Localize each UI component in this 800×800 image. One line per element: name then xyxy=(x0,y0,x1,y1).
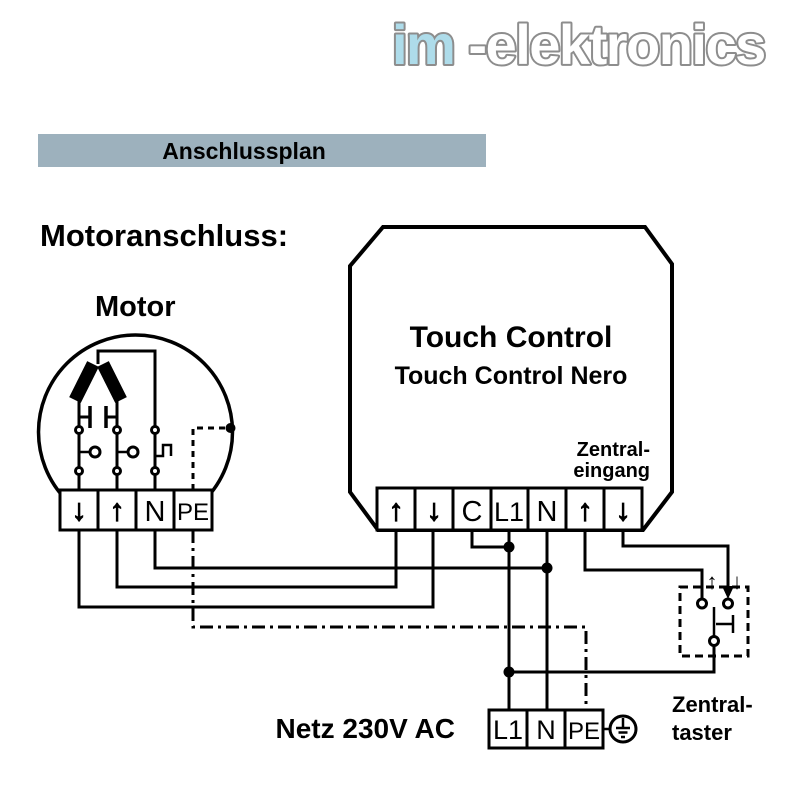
wire-taster-common xyxy=(509,645,716,674)
motor-terminal-up: ↑ xyxy=(110,494,125,527)
wire-c-jumper xyxy=(470,530,509,549)
logo-suffix: -elektronics xyxy=(468,13,764,76)
motor-terminal-n: N xyxy=(145,496,166,528)
banner-title: Anschlussplan xyxy=(162,138,326,164)
wire-central-down xyxy=(621,530,730,588)
device-terminal-n: N xyxy=(537,496,558,528)
junction-dot xyxy=(503,666,515,678)
mains-terminal-strip: Netz 230V AC L1 N PE xyxy=(276,708,638,750)
earth-ground-icon xyxy=(603,714,638,744)
taster-button xyxy=(716,615,735,633)
zentraltaster-label-2: taster xyxy=(672,720,732,745)
junction-dot xyxy=(541,562,553,574)
capacitor-symbol xyxy=(79,406,117,428)
taster-arrow-up: ↑ xyxy=(707,569,718,594)
pe-housing-connection xyxy=(191,423,236,490)
motor-winding-right xyxy=(97,361,127,403)
zentraltaster-symbol: ↑ ↓ Zentral- taster xyxy=(672,569,753,745)
zentraltaster-box xyxy=(678,585,750,658)
wire-motor-n xyxy=(153,530,547,570)
central-input-label-1: Zentral- xyxy=(577,439,650,461)
device-title: Touch Control xyxy=(410,321,613,354)
motor-heading: Motor xyxy=(95,291,176,323)
motor-terminal-strip: ↓ ↑ N PE xyxy=(58,488,214,532)
device-terminal-c: C xyxy=(462,496,483,528)
mains-terminal-l1: L1 xyxy=(493,715,523,745)
section-heading: Motoranschluss: xyxy=(40,218,288,253)
touch-control-device: Touch Control Touch Control Nero Zentral… xyxy=(348,225,674,532)
thermal-contact xyxy=(150,425,173,476)
banner-bar xyxy=(38,134,486,167)
logo-prefix: im xyxy=(392,13,454,76)
device-terminal-up2: ↑ xyxy=(578,494,593,527)
device-terminal-up1: ↑ xyxy=(389,494,404,527)
zentraltaster-label-1: Zentral- xyxy=(672,692,753,717)
wire-central-up xyxy=(583,530,704,599)
mains-label: Netz 230V AC xyxy=(276,713,455,744)
device-terminal-down2: ↓ xyxy=(616,494,631,527)
taster-arrow-down: ↓ xyxy=(732,569,743,594)
wires xyxy=(77,530,734,710)
limit-switch-left xyxy=(74,425,102,476)
wire-pe-dashdot xyxy=(191,530,588,710)
device-terminal-l1: L1 xyxy=(494,497,524,527)
motor-symbol xyxy=(36,333,236,531)
wire-motor-up xyxy=(115,530,398,589)
central-input-label-2: eingang xyxy=(573,460,650,482)
junction-dot xyxy=(503,541,515,553)
brand-logo: im -elektronics xyxy=(392,13,765,76)
device-terminal-down1: ↓ xyxy=(427,494,442,527)
winding-common-lead xyxy=(96,349,157,490)
motor-winding-left xyxy=(69,361,99,403)
device-terminal-strip: ↑ ↓ C L1 N ↑ ↓ xyxy=(375,486,644,532)
motor-terminal-pe: PE xyxy=(177,499,209,526)
limit-switch-right xyxy=(112,425,140,476)
device-subtitle: Touch Control Nero xyxy=(395,362,628,390)
mains-terminal-n: N xyxy=(536,715,556,745)
mains-terminal-pe: PE xyxy=(568,718,600,745)
wire-central-down-arrowhead xyxy=(722,586,734,599)
motor-terminal-down: ↓ xyxy=(72,494,87,527)
